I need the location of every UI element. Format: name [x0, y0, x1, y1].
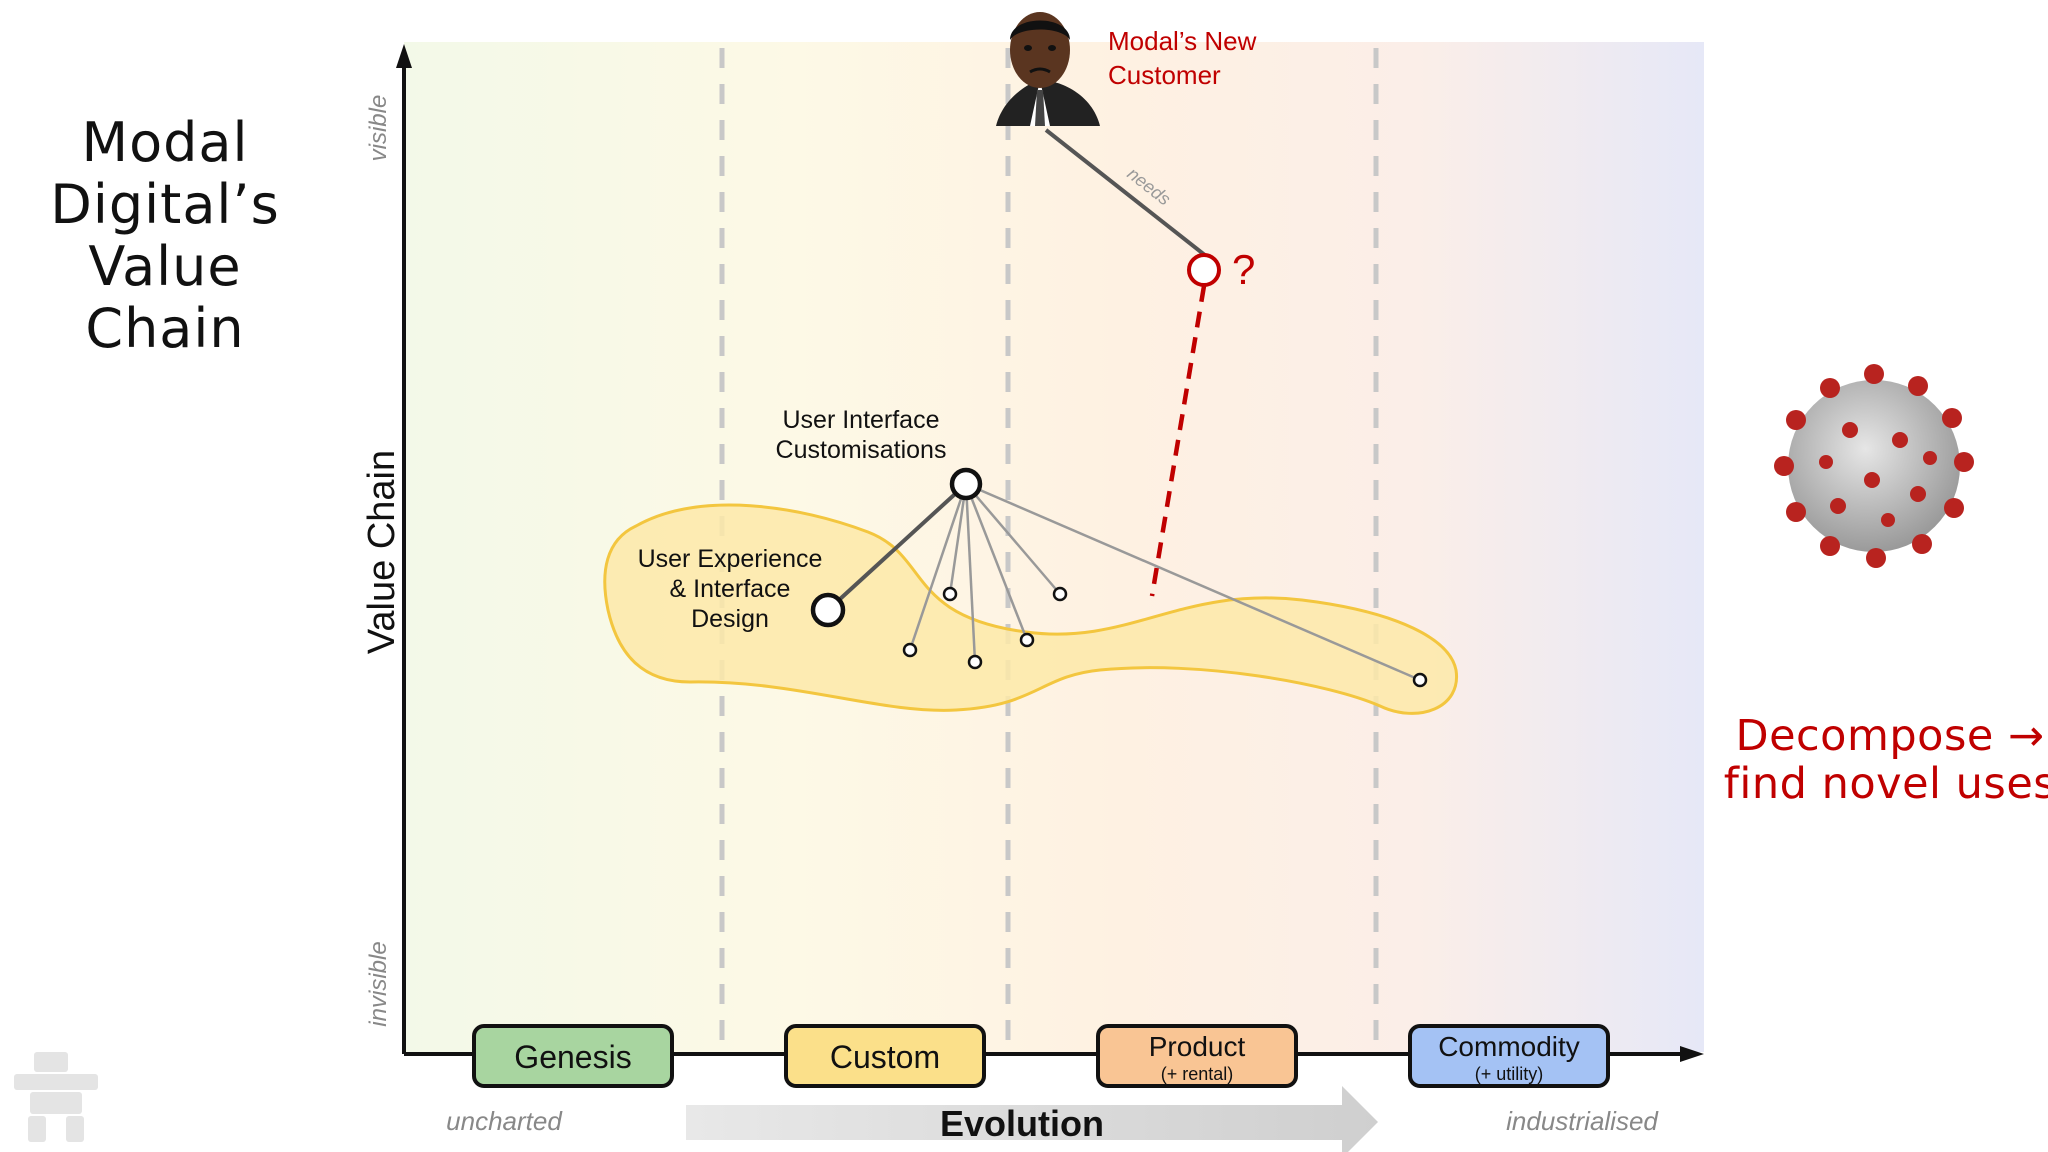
- y-axis-label: Value Chain: [361, 450, 403, 654]
- dependency-lines: [908, 482, 1421, 682]
- page-title: Modal Digital’s Value Chain: [30, 112, 300, 360]
- customer-label-line2: Customer: [1108, 60, 1221, 90]
- coronavirus-image: [1774, 364, 1974, 568]
- unknown-dependency-line: [1149, 285, 1207, 597]
- x-axis-left-label: uncharted: [446, 1106, 563, 1136]
- customer-avatar: [996, 12, 1100, 126]
- x-axis-right-label: industrialised: [1506, 1106, 1659, 1136]
- x-axis-arrow: [1680, 1046, 1704, 1062]
- stage-dividers: [719, 48, 1379, 1050]
- ux-design-node: [810, 592, 846, 628]
- stage-name: Genesis: [514, 1039, 631, 1075]
- title-line: Modal: [81, 111, 249, 174]
- y-axis-arrow: [396, 44, 412, 68]
- stage-commodity: Commodity (+ utility): [1408, 1024, 1610, 1088]
- stage-genesis: Genesis: [472, 1024, 674, 1088]
- ux-design-label-line1: User Experience: [638, 545, 823, 573]
- cta-line: Decompose →: [1735, 711, 2045, 761]
- y-axis-bottom-label: invisible: [365, 941, 392, 1026]
- customer-needs-line: [1044, 128, 1208, 258]
- map-background: [404, 42, 1704, 1052]
- title-line: Digital’s: [50, 173, 280, 236]
- unknown-mark: ?: [1232, 246, 1255, 293]
- evolution-arrow: [686, 1086, 1378, 1152]
- ux-design-label-line3: Design: [691, 605, 769, 633]
- ui-to-ux-line: [826, 482, 968, 612]
- stage-product: Product (+ rental): [1096, 1024, 1298, 1088]
- ui-customisations-label-line1: User Interface: [782, 406, 939, 434]
- ui-customisations-node: [949, 467, 983, 501]
- title-line: Chain: [85, 297, 245, 360]
- ux-design-label-line2: & Interface: [670, 575, 791, 603]
- stage-name: Product: [1149, 1031, 1246, 1062]
- x-axis-label: Evolution: [940, 1103, 1104, 1144]
- customer-label-line1: Modal’s New: [1108, 26, 1257, 56]
- stage-sub: (+ utility): [1475, 1064, 1544, 1084]
- stage-sub: (+ rental): [1161, 1064, 1234, 1084]
- inukshuk-logo: [14, 1052, 98, 1142]
- title-line: Value: [88, 235, 242, 298]
- unknown-need-node: [1187, 253, 1221, 287]
- stage-name: Custom: [830, 1039, 940, 1075]
- call-to-action: Decompose → find novel uses: [1700, 712, 2048, 808]
- cta-line: find novel uses: [1723, 759, 2048, 809]
- y-axis-top-label: visible: [365, 95, 392, 162]
- stage-name: Commodity: [1438, 1031, 1580, 1062]
- stage-custom: Custom: [784, 1024, 986, 1088]
- ui-customisations-label-line2: Customisations: [776, 436, 947, 464]
- sub-components: [902, 586, 1428, 688]
